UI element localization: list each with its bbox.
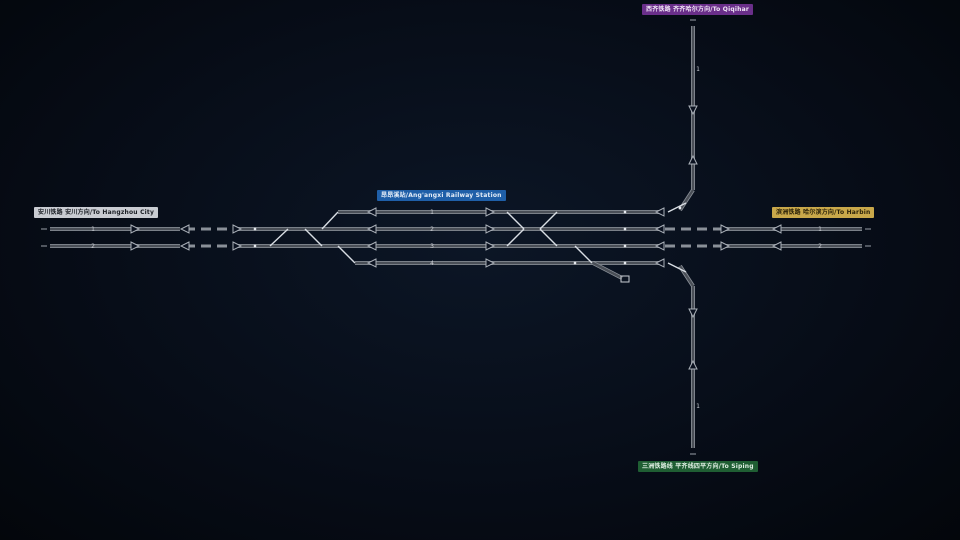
- triangle-signal-icon: [179, 224, 190, 234]
- station-track-number-2: 2: [430, 226, 434, 233]
- triangle-signal-icon: [654, 224, 665, 234]
- triangle-signal-icon: [232, 241, 243, 251]
- triangle-signal-icon: [720, 224, 731, 234]
- depot-siding: [592, 261, 623, 280]
- triangle-signal-icon: [485, 207, 496, 217]
- station-track-number-3: 3: [430, 243, 434, 250]
- triangle-signal-icon: [688, 105, 698, 116]
- dashed-sections: [185, 227, 725, 248]
- triangle-signal-icon: [366, 241, 377, 251]
- switch-e4: [539, 228, 558, 247]
- track-lines: [50, 26, 862, 448]
- switch-south: [667, 262, 687, 273]
- track-marker: [623, 261, 627, 265]
- triangle-signal-icon: [130, 241, 141, 251]
- switch-e2: [506, 228, 525, 247]
- triangle-signal-icon: [130, 224, 141, 234]
- switch-w3: [321, 211, 339, 230]
- track-marker: [573, 261, 577, 265]
- west-track-number-2: 2: [91, 243, 95, 250]
- triangle-signal-icon: [366, 258, 377, 268]
- switch-w2: [304, 228, 323, 247]
- east-track-number-1: 1: [818, 226, 822, 233]
- triangle-signal-icon: [366, 224, 377, 234]
- north-track-number: 1: [696, 66, 700, 73]
- signals: [130, 105, 782, 370]
- track-marker: [623, 244, 627, 248]
- triangle-signal-icon: [232, 224, 243, 234]
- label-to-harbin: 滨洲铁路 哈尔滨方向/To Harbin: [772, 207, 875, 218]
- west-track-number-1: 1: [91, 226, 95, 233]
- triangle-signal-icon: [771, 241, 782, 251]
- switch-e1: [506, 211, 525, 230]
- label-to-qiqihar: 西齐铁路 齐齐哈尔方向/To Qiqihar: [642, 4, 753, 15]
- triangle-signal-icon: [688, 308, 698, 319]
- triangle-signal-icon: [771, 224, 782, 234]
- track-marker: [253, 244, 257, 248]
- triangle-signal-icon: [688, 154, 698, 165]
- triangle-signal-icon: [720, 241, 731, 251]
- track-marker: [623, 210, 627, 214]
- track-marker: [623, 227, 627, 231]
- label-to-hangzhou: 安川铁路 安川方向/To Hangzhou City: [34, 207, 159, 218]
- track-marker: [253, 227, 257, 231]
- triangle-signal-icon: [485, 258, 496, 268]
- track-marker: [678, 206, 682, 210]
- track-numbers: 1 2 1 2 3 4 1 2 1 1: [91, 66, 822, 410]
- markers: [41, 19, 871, 455]
- north-curve: [678, 189, 695, 211]
- east-track-number-2: 2: [818, 243, 822, 250]
- station-name-label: 昂昂溪站/Ang'angxi Railway Station: [377, 190, 506, 201]
- south-track-number: 1: [696, 403, 700, 410]
- triangle-signal-icon: [654, 207, 665, 217]
- triangle-signal-icon: [366, 207, 377, 217]
- station-track-number-4: 4: [430, 260, 434, 267]
- switch-north: [667, 202, 687, 213]
- triangle-signal-icon: [485, 241, 496, 251]
- triangle-signal-icon: [654, 241, 665, 251]
- switch-e3: [539, 211, 558, 230]
- switch-w1: [269, 228, 289, 247]
- switch-e5: [574, 245, 593, 264]
- depot-icon: [620, 275, 630, 283]
- south-curve: [678, 265, 695, 287]
- station-track-number-1: 1: [430, 209, 434, 216]
- switch-w4: [337, 245, 356, 264]
- triangle-signal-icon: [179, 241, 190, 251]
- label-to-siping: 三洲铁路线 平齐线四平方向/To Siping: [638, 461, 758, 472]
- triangle-signal-icon: [654, 258, 665, 268]
- triangle-signal-icon: [688, 359, 698, 370]
- switch-lines: [269, 202, 687, 273]
- triangle-signal-icon: [485, 224, 496, 234]
